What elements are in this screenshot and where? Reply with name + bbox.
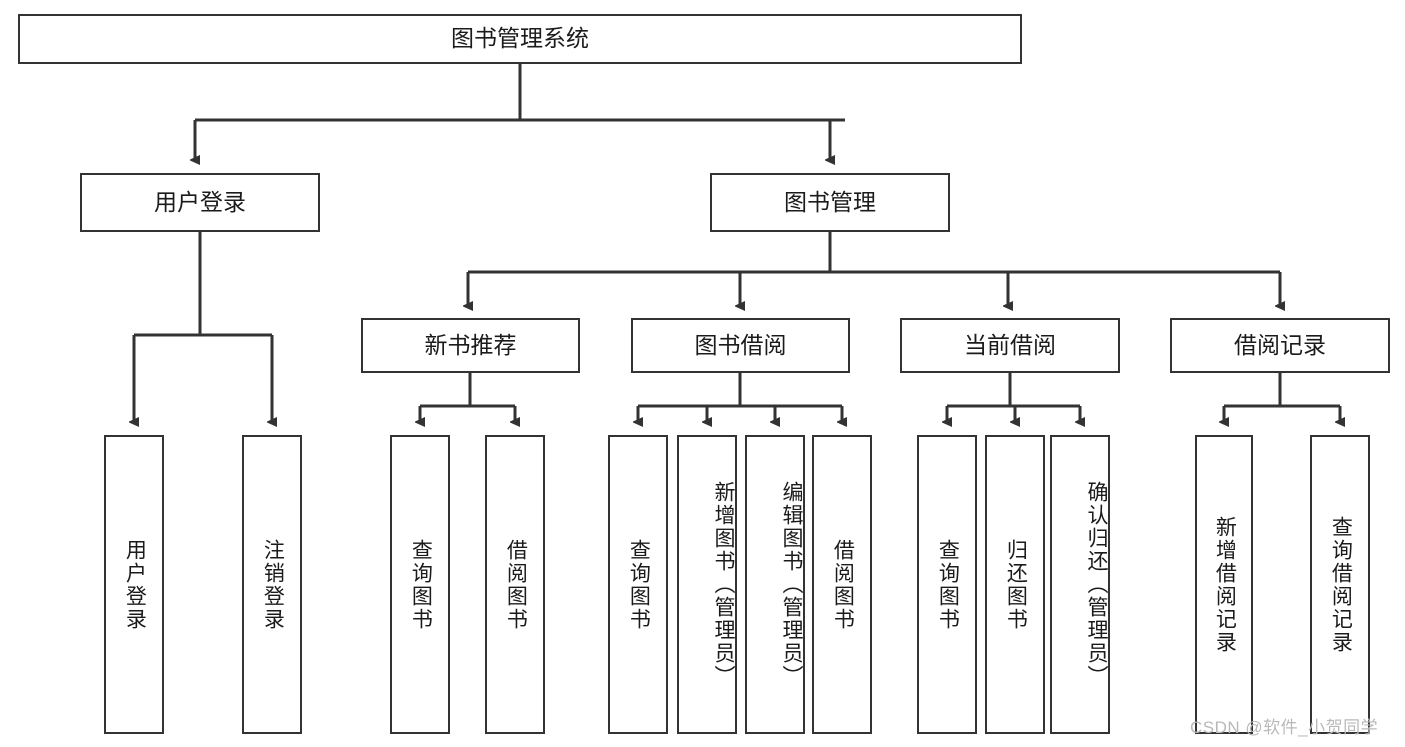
node-leaf-label: 新增图书（管理员）: [712, 481, 735, 688]
node-leaf-query-borrow-record[interactable]: 查询借阅记录: [1310, 435, 1370, 734]
node-book-manage[interactable]: 图书管理: [710, 173, 950, 232]
node-leaf-add-borrow-record[interactable]: 新增借阅记录: [1195, 435, 1253, 734]
node-leaf-label: 用户登录: [123, 538, 147, 631]
node-root-system[interactable]: 图书管理系统: [18, 14, 1022, 64]
node-leaf-borrow-book-2[interactable]: 借阅图书: [812, 435, 872, 734]
node-user-login-label: 用户登录: [154, 188, 246, 215]
node-leaf-label: 查询图书: [936, 538, 960, 631]
node-leaf-label: 注销登录: [261, 538, 285, 631]
node-current-borrow[interactable]: 当前借阅: [900, 318, 1120, 373]
node-borrow-record[interactable]: 借阅记录: [1170, 318, 1390, 373]
node-leaf-confirm-return[interactable]: 确认归还（管理员）: [1050, 435, 1110, 734]
node-borrow-record-label: 借阅记录: [1234, 331, 1326, 358]
node-leaf-label: 新增借阅记录: [1213, 515, 1237, 654]
node-leaf-user-login[interactable]: 用户登录: [104, 435, 164, 734]
node-leaf-query-book-1[interactable]: 查询图书: [390, 435, 450, 734]
node-leaf-label: 编辑图书（管理员）: [780, 481, 803, 688]
node-leaf-label: 借阅图书: [831, 538, 855, 631]
node-leaf-query-book-2[interactable]: 查询图书: [608, 435, 668, 734]
node-user-login[interactable]: 用户登录: [80, 173, 320, 232]
node-leaf-logout[interactable]: 注销登录: [242, 435, 302, 734]
node-book-borrow-label: 图书借阅: [694, 331, 787, 358]
node-leaf-label: 借阅图书: [504, 538, 528, 631]
node-new-book-recommend[interactable]: 新书推荐: [361, 318, 580, 373]
node-leaf-query-book-3[interactable]: 查询图书: [917, 435, 977, 734]
node-book-borrow[interactable]: 图书借阅: [631, 318, 850, 373]
node-current-borrow-label: 当前借阅: [964, 331, 1056, 358]
watermark: CSDN @软件_小贺同学: [1190, 718, 1379, 737]
node-leaf-edit-book[interactable]: 编辑图书（管理员）: [745, 435, 805, 734]
node-leaf-return-book[interactable]: 归还图书: [985, 435, 1045, 734]
node-leaf-label: 查询图书: [627, 538, 651, 631]
node-book-manage-label: 图书管理: [784, 188, 876, 215]
node-leaf-label: 查询借阅记录: [1329, 515, 1353, 654]
node-leaf-label: 确认归还（管理员）: [1085, 481, 1108, 688]
node-root-label: 图书管理系统: [451, 25, 589, 52]
node-leaf-borrow-book-1[interactable]: 借阅图书: [485, 435, 545, 734]
node-leaf-add-book[interactable]: 新增图书（管理员）: [677, 435, 737, 734]
node-leaf-label: 归还图书: [1004, 538, 1028, 631]
node-leaf-label: 查询图书: [409, 538, 433, 631]
node-new-book-recommend-label: 新书推荐: [424, 331, 517, 358]
